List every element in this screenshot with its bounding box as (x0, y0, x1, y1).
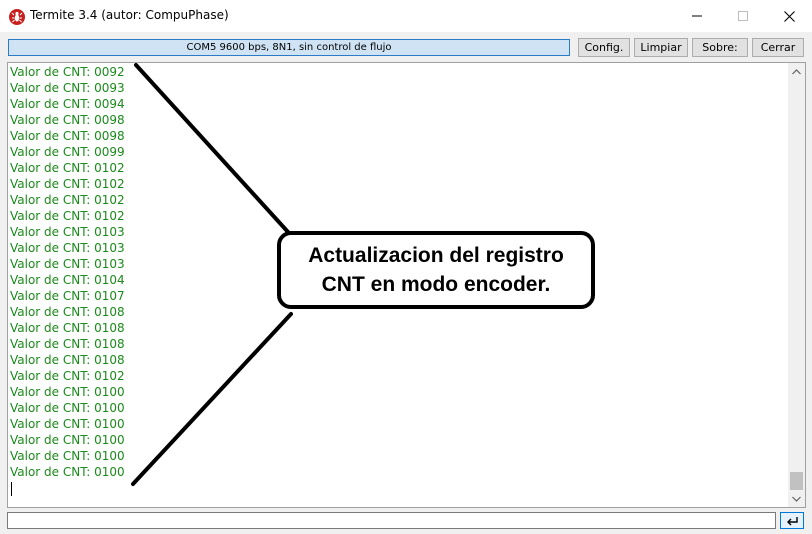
chevron-up-icon (792, 68, 801, 74)
minimize-icon (692, 15, 702, 17)
terminal-line: Valor de CNT: 0102 (10, 177, 125, 191)
terminal-line: Valor de CNT: 0108 (10, 321, 125, 335)
terminal-line: Valor de CNT: 0108 (10, 337, 125, 351)
terminal-line: Valor de CNT: 0098 (10, 129, 125, 143)
terminal-line: Valor de CNT: 0092 (10, 65, 125, 79)
annotation-line-2: CNT en modo encoder. (321, 273, 551, 296)
clear-button[interactable]: Limpiar (634, 38, 688, 57)
terminal-line: Valor de CNT: 0098 (10, 113, 125, 127)
terminal-line: Valor de CNT: 0108 (10, 353, 125, 367)
close-button[interactable]: Cerrar (752, 38, 804, 57)
maximize-icon (738, 11, 748, 21)
text-cursor (11, 482, 12, 496)
config-button[interactable]: Config. (578, 38, 630, 57)
terminal-line: Valor de CNT: 0094 (10, 97, 125, 111)
send-button[interactable] (780, 512, 804, 529)
terminal-line: Valor de CNT: 0102 (10, 161, 125, 175)
terminal-line: Valor de CNT: 0100 (10, 433, 125, 447)
enter-icon (786, 516, 798, 525)
title-bar: Termite 3.4 (autor: CompuPhase) (0, 0, 812, 32)
window-title: Termite 3.4 (autor: CompuPhase) (30, 8, 229, 22)
termite-app-icon[interactable] (9, 9, 25, 25)
terminal-line: Valor de CNT: 0102 (10, 193, 125, 207)
terminal-line: Valor de CNT: 0103 (10, 225, 125, 239)
terminal-line: Valor de CNT: 0102 (10, 209, 125, 223)
terminal-line: Valor de CNT: 0104 (10, 273, 125, 287)
scroll-down-button[interactable] (788, 490, 805, 507)
terminal-line: Valor de CNT: 0103 (10, 257, 125, 271)
terminal-line: Valor de CNT: 0100 (10, 449, 125, 463)
about-button[interactable]: Sobre: (692, 38, 748, 57)
terminal-line: Valor de CNT: 0100 (10, 417, 125, 431)
terminal-line: Valor de CNT: 0099 (10, 145, 125, 159)
close-icon (783, 10, 795, 22)
chevron-down-icon (792, 496, 801, 502)
vertical-scrollbar[interactable] (788, 63, 805, 507)
terminal-line: Valor de CNT: 0103 (10, 241, 125, 255)
scroll-up-button[interactable] (788, 63, 805, 80)
terminal-line: Valor de CNT: 0107 (10, 289, 125, 303)
annotation-line-1: Actualizacion del registro (308, 244, 564, 267)
annotation-callout: Actualizacion del registro CNT en modo e… (277, 231, 595, 309)
terminal-line: Valor de CNT: 0102 (10, 369, 125, 383)
close-window-button[interactable] (766, 0, 812, 32)
maximize-button[interactable] (720, 0, 766, 32)
terminal-line: Valor de CNT: 0093 (10, 81, 125, 95)
connection-status[interactable]: COM5 9600 bps, 8N1, sin control de flujo (8, 39, 570, 56)
terminal-line: Valor de CNT: 0100 (10, 385, 125, 399)
terminal-line: Valor de CNT: 0100 (10, 465, 125, 479)
terminal-line: Valor de CNT: 0100 (10, 401, 125, 415)
minimize-button[interactable] (674, 0, 720, 32)
scrollbar-thumb[interactable] (790, 472, 803, 490)
terminal-line: Valor de CNT: 0108 (10, 305, 125, 319)
send-input[interactable] (7, 512, 776, 529)
